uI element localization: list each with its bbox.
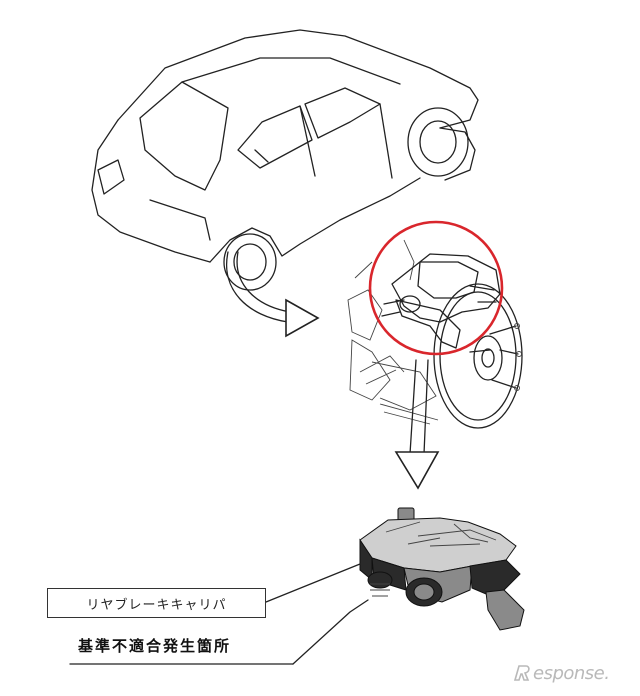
watermark: esponse. bbox=[512, 660, 630, 686]
part-name-text: リヤブレーキキャリパ bbox=[86, 597, 227, 613]
defect-location-label: 基準不適合発生箇所 bbox=[78, 637, 232, 655]
highlight-circle bbox=[368, 220, 504, 356]
caliper-detail bbox=[381, 253, 501, 349]
caliper-icon bbox=[359, 507, 525, 631]
brake-disc-icon bbox=[347, 239, 523, 429]
curved-arrow-icon bbox=[226, 251, 320, 338]
watermark-logo-icon bbox=[513, 665, 530, 681]
watermark-text: esponse. bbox=[533, 662, 610, 684]
car-outline-icon bbox=[91, 29, 479, 291]
caliper-boot bbox=[367, 571, 393, 597]
part-name-label: リヤブレーキキャリパ bbox=[47, 588, 266, 618]
down-arrow-icon bbox=[394, 359, 440, 490]
leader-lines bbox=[69, 563, 369, 665]
